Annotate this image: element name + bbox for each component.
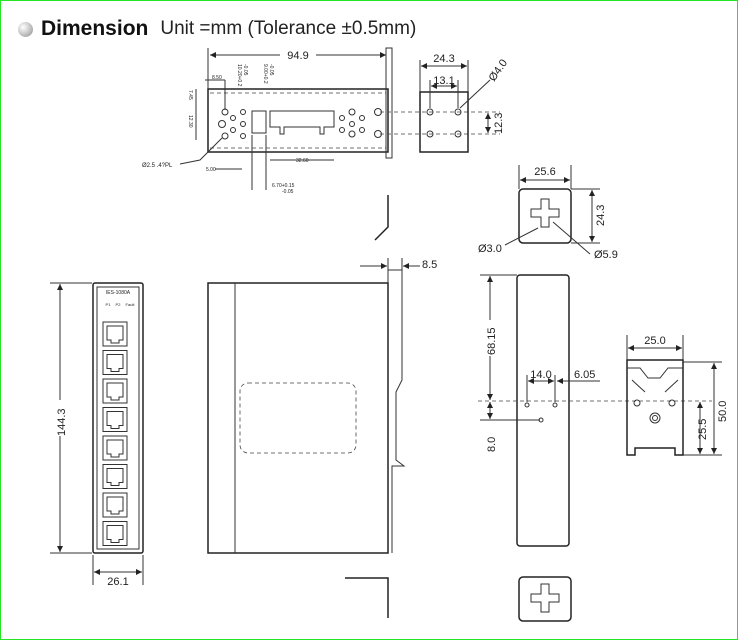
dim-12-30: 12.30 [187, 115, 193, 128]
bullet-icon [18, 21, 33, 37]
ethernet-port [102, 350, 128, 375]
din-clip-view: 25.0 50.0 25.5 [626, 335, 729, 456]
dim-hole-note: Ø2.5 .4?PL [142, 163, 173, 169]
led-fault: Fault [126, 302, 136, 307]
port-socket-icon [106, 439, 124, 458]
dim-6-70-tol: -0.05 [282, 189, 294, 195]
dim-32-60: 32.60 [296, 158, 309, 164]
dim-10-20: 10.20+0.2 [236, 64, 242, 87]
ethernet-port [102, 321, 128, 347]
ethernet-port [102, 492, 128, 518]
ethernet-port [102, 521, 128, 546]
section-header: Dimension Unit =mm (Tolerance ±0.5mm) [18, 14, 416, 44]
ethernet-port [102, 435, 128, 461]
port-socket-icon [106, 468, 124, 486]
dim-8-50: 8.50 [212, 75, 222, 81]
dim-plate-hole-large: Ø5.9 [594, 249, 618, 261]
dim-clip-25-5: 25.5 [697, 419, 709, 440]
device-model: IES-1080A [106, 290, 131, 296]
dim-bracket-hole: Ø4.0 [487, 57, 511, 83]
dim-rail-68-15: 68.15 [486, 327, 498, 355]
dim-front-height: 144.3 [56, 408, 68, 436]
side-view: 8.5 [207, 258, 437, 554]
dim-plate-height: 24.3 [595, 205, 607, 226]
dim-rail-8-0: 8.0 [486, 437, 498, 452]
bracket-top-view: 24.3 13.1 Ø4.0 12.3 [419, 53, 511, 153]
led-p1: P1 [106, 302, 112, 307]
port-socket-icon [106, 525, 124, 543]
dim-bracket-width: 24.3 [433, 53, 454, 65]
dim-10-20-tol: -0.05 [242, 64, 248, 76]
dim-clip-height: 50.0 [717, 401, 729, 422]
led-p2: P2 [116, 302, 122, 307]
dim-clip-width: 25.0 [644, 335, 665, 347]
din-rail-view: 68.15 8.0 14.0 6.05 [478, 274, 712, 547]
top-view: 94.9 8.50 10.20+0.2 -0.05 9.00+0.2 -0.05… [142, 47, 500, 195]
angle-bottom [345, 577, 389, 618]
dim-9-00: 9.00+0.2 [262, 64, 268, 84]
ethernet-port [102, 464, 128, 489]
dim-rail-14-0: 14.0 [530, 369, 551, 381]
dim-6-70: 6.70+0.15 [272, 183, 295, 189]
ethernet-port [102, 378, 128, 404]
section-subtitle: Unit =mm (Tolerance ±0.5mm) [160, 18, 417, 39]
port-socket-icon [106, 382, 124, 401]
dim-bracket-pitch: 13.1 [433, 75, 454, 87]
dim-plate-width: 25.6 [534, 166, 555, 178]
dim-front-width: 26.1 [107, 576, 128, 588]
port-socket-icon [106, 411, 124, 429]
dim-5-00: 5.00 [206, 167, 216, 173]
port-socket-icon [106, 496, 124, 515]
port-socket-icon [106, 354, 124, 372]
dim-top-width: 94.9 [287, 50, 308, 62]
dim-rail-6-05: 6.05 [574, 369, 595, 381]
mount-plate: 25.6 24.3 Ø3.0 Ø5.9 [478, 165, 618, 622]
front-view: IES-1080A P1 P2 Fault 144.3 26.1 [50, 282, 144, 588]
dim-9-00-tol: -0.05 [268, 64, 274, 76]
ethernet-port [102, 407, 128, 432]
angle-top [374, 195, 389, 241]
dim-bracket-vertical: 12.3 [493, 113, 505, 134]
port-socket-icon [106, 325, 124, 344]
dim-clip-offset: 8.5 [422, 259, 437, 271]
dim-plate-hole-small: Ø3.0 [478, 243, 502, 255]
section-title: Dimension [41, 17, 149, 40]
dim-7-45: 7.45 [187, 90, 193, 100]
